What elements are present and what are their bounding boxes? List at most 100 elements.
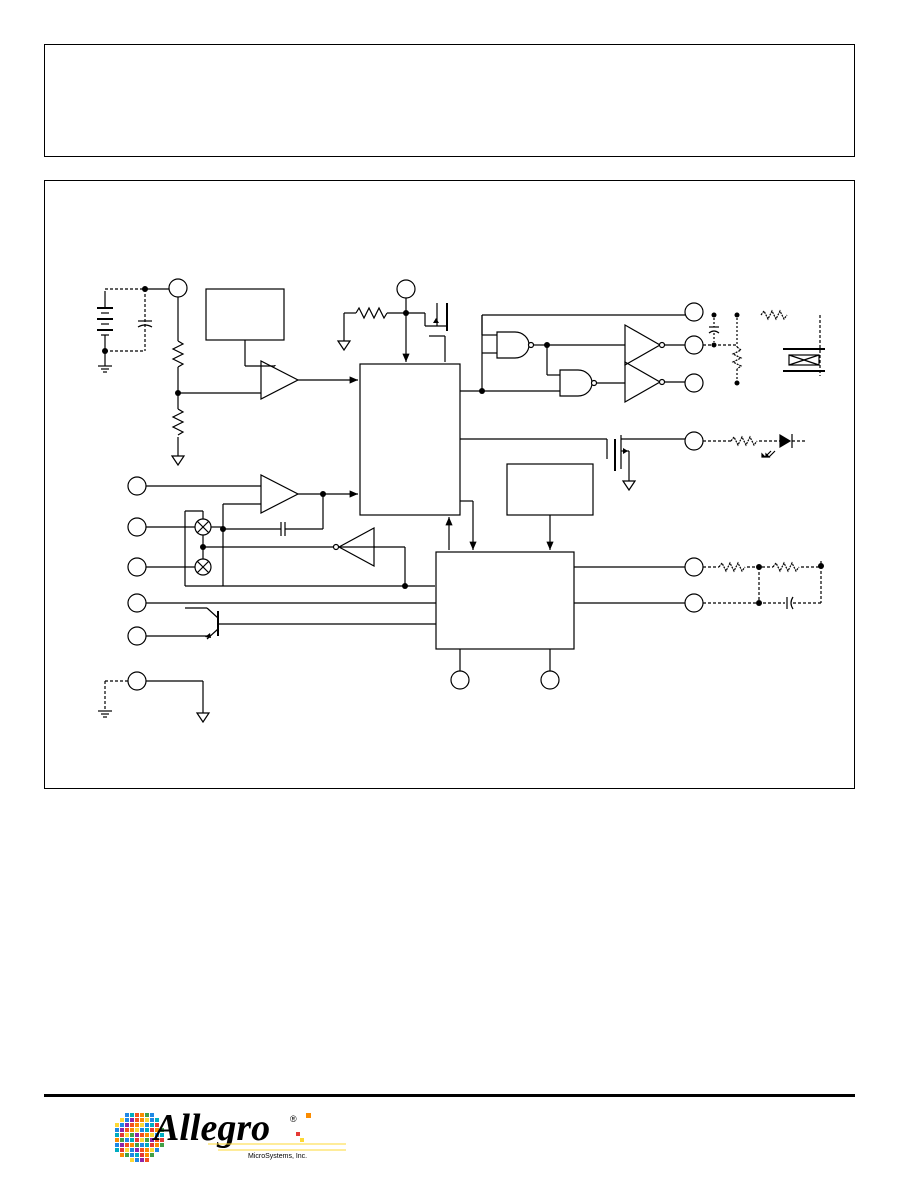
- logo-dot: [145, 1158, 149, 1162]
- logo-dot: [135, 1133, 139, 1137]
- logo-dot: [150, 1118, 154, 1122]
- logo-dot: [160, 1138, 164, 1142]
- allegro-logo-graphic: Allegro ® MicroSystems, Inc.: [115, 1107, 346, 1162]
- logo-dot: [140, 1148, 144, 1152]
- logo-dot: [125, 1123, 129, 1127]
- logo-dot: [120, 1148, 124, 1152]
- logo-dot: [135, 1158, 139, 1162]
- functional-block-diagram: [44, 180, 855, 789]
- pin-ground: [127, 671, 147, 691]
- logo-dot: [150, 1123, 154, 1127]
- logo-dot: [145, 1123, 149, 1127]
- logo-dot: [115, 1143, 119, 1147]
- pin-led: [684, 431, 704, 451]
- logo-dot: [155, 1118, 159, 1122]
- logo-dot: [125, 1118, 129, 1122]
- logo-dot: [145, 1143, 149, 1147]
- logo-dot: [145, 1118, 149, 1122]
- oscillator-block: [506, 463, 594, 516]
- logo-dot: [155, 1148, 159, 1152]
- logo-dot: [135, 1128, 139, 1132]
- logo-dot: [140, 1133, 144, 1137]
- logo-dot: [150, 1143, 154, 1147]
- logo-dot: [125, 1153, 129, 1157]
- ground-triangle-symbol: [621, 480, 637, 492]
- logo-dot: [135, 1113, 139, 1117]
- logo-dot: [140, 1138, 144, 1142]
- output-driver-a: [624, 323, 662, 367]
- logo-dot: [115, 1138, 119, 1142]
- logo-dot: [140, 1143, 144, 1147]
- logo-dot: [115, 1123, 119, 1127]
- logo-dot: [145, 1113, 149, 1117]
- pin-out-1: [684, 302, 704, 322]
- logo-dot: [145, 1153, 149, 1157]
- logo-dot: [130, 1153, 134, 1157]
- pin-out-3: [684, 373, 704, 393]
- logo-dot: [130, 1133, 134, 1137]
- allegro-logo: Allegro ® MicroSystems, Inc.: [108, 1100, 358, 1170]
- reference-block: [205, 288, 285, 341]
- logo-dot: [150, 1133, 154, 1137]
- pin-bottom-1: [450, 670, 470, 690]
- logo-wordmark: Allegro: [152, 1107, 270, 1149]
- logo-dot: [135, 1153, 139, 1157]
- logo-dot: [120, 1138, 124, 1142]
- pin-out-2: [684, 335, 704, 355]
- logo-dot: [160, 1133, 164, 1137]
- logo-dot: [135, 1138, 139, 1142]
- logo-dot: [130, 1148, 134, 1152]
- logo-dot: [130, 1158, 134, 1162]
- logo-dot: [120, 1143, 124, 1147]
- logo-dot: [120, 1128, 124, 1132]
- logo-dot: [155, 1133, 159, 1137]
- logo-tagline: MicroSystems, Inc.: [248, 1153, 307, 1160]
- logo-dot: [155, 1143, 159, 1147]
- block-diagram-svg: [97, 278, 825, 724]
- logo-dot: [130, 1123, 134, 1127]
- logo-dot: [125, 1133, 129, 1137]
- logo-dot: [125, 1138, 129, 1142]
- logo-dot: [155, 1128, 159, 1132]
- logo-dot: [125, 1148, 129, 1152]
- pin-input-5: [127, 626, 147, 646]
- logo-color-dots: [115, 1113, 164, 1162]
- logo-dot: [160, 1128, 164, 1132]
- logo-dot: [135, 1148, 139, 1152]
- output-driver-b: [624, 360, 662, 404]
- battery-symbol: [97, 294, 113, 366]
- logo-dot: [130, 1113, 134, 1117]
- logo-dot: [150, 1128, 154, 1132]
- logo-dot: [115, 1133, 119, 1137]
- resistor-symbol: [171, 340, 185, 368]
- logo-dot: [140, 1118, 144, 1122]
- ground-triangle-symbol: [170, 455, 186, 467]
- logo-dot: [145, 1133, 149, 1137]
- nand-gate-1: [496, 331, 530, 359]
- led-external: [703, 433, 805, 458]
- logo-dot: [160, 1143, 164, 1147]
- logo-dot: [130, 1138, 134, 1142]
- logo-dot: [150, 1148, 154, 1152]
- logo-registered-mark: ®: [290, 1114, 297, 1124]
- resistor-symbol: [171, 408, 185, 436]
- nand-gate-2: [559, 369, 593, 397]
- logo-dot: [120, 1133, 124, 1137]
- logo-dot: [155, 1138, 159, 1142]
- logo-dot: [120, 1118, 124, 1122]
- ground-symbol: [98, 365, 112, 373]
- logo-dot: [140, 1153, 144, 1157]
- ground-symbol: [98, 710, 112, 718]
- timer-counter-block: [435, 551, 575, 650]
- ground-triangle-symbol: [336, 340, 352, 352]
- pin-input-3: [127, 557, 147, 577]
- logo-dot: [150, 1153, 154, 1157]
- logo-dot: [135, 1143, 139, 1147]
- resistor-symbol: [355, 306, 388, 320]
- logo-dot: [145, 1148, 149, 1152]
- comparator-2: [260, 474, 300, 514]
- pin-vbb: [168, 278, 188, 298]
- logo-dot: [145, 1138, 149, 1142]
- decoupling-capacitor-symbol: [137, 320, 153, 328]
- pin-out-4: [684, 557, 704, 577]
